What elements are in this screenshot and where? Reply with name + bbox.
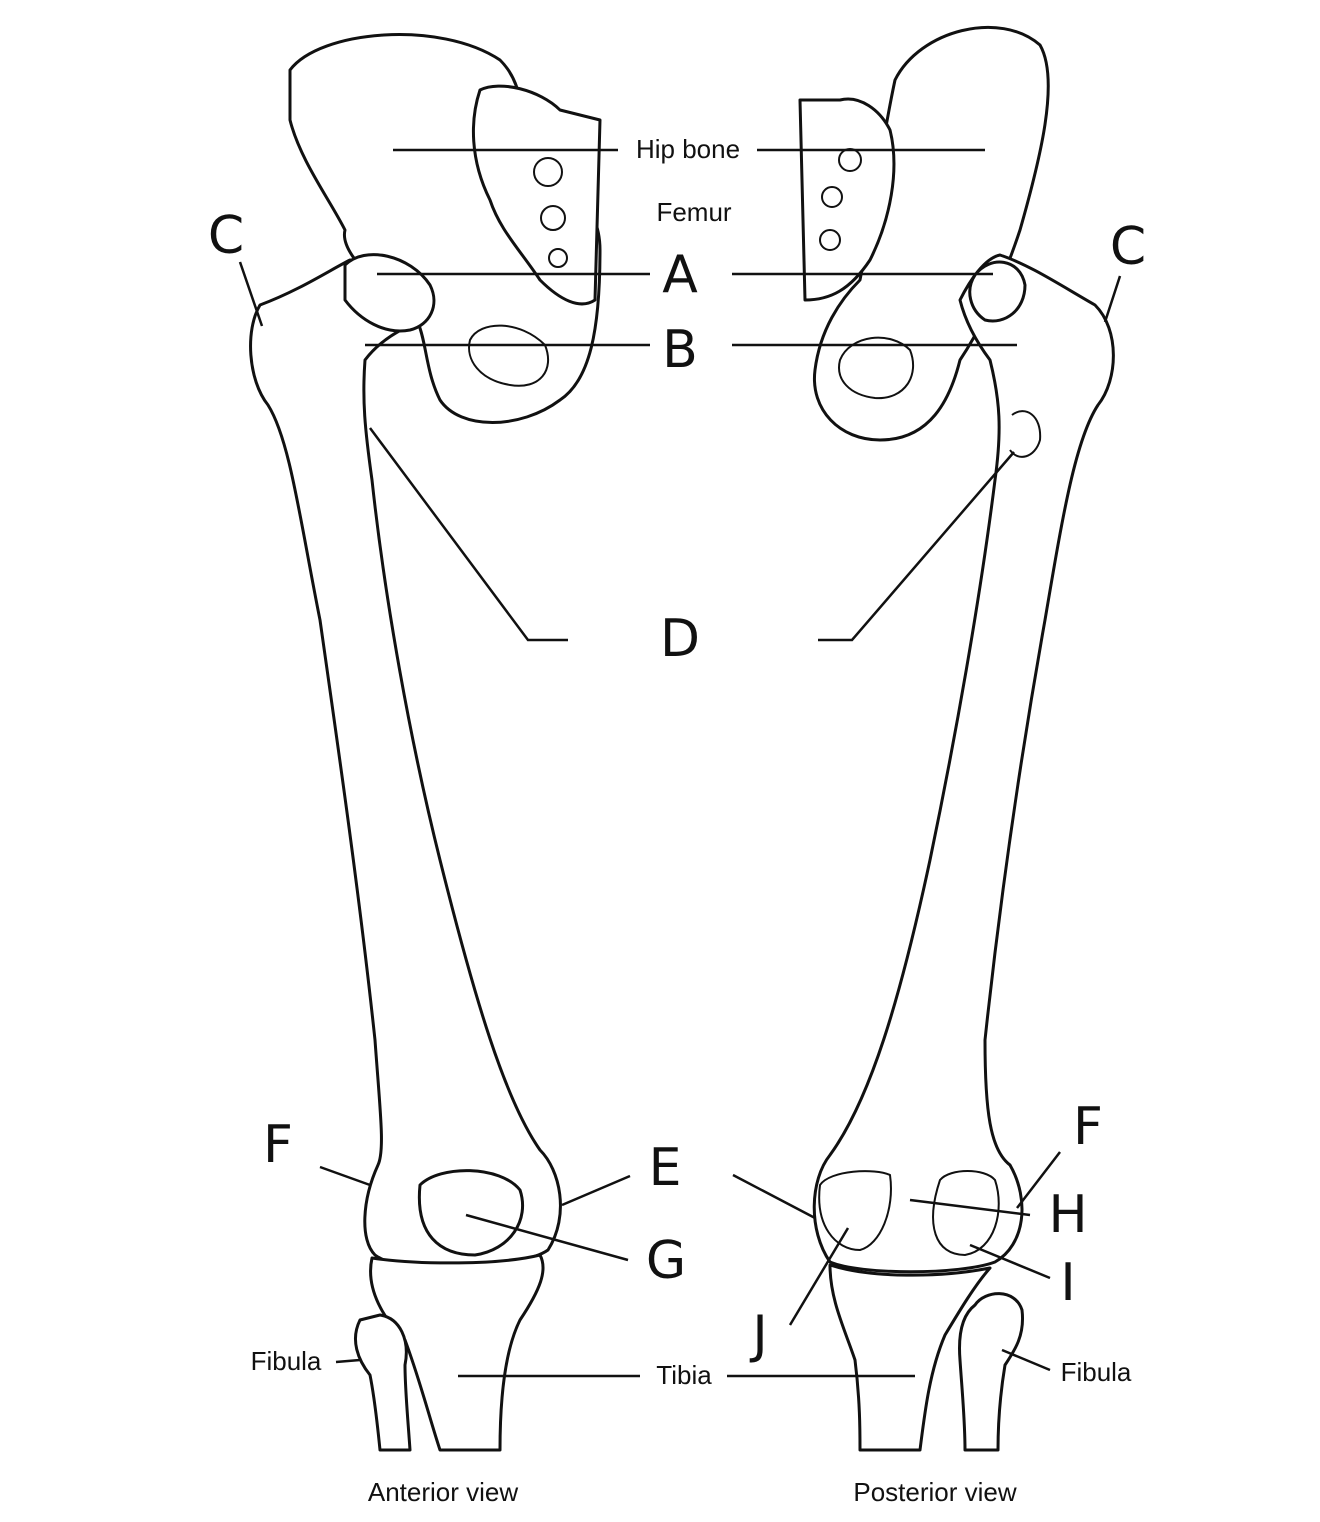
label-posterior-view: Posterior view [853, 1477, 1016, 1507]
marker-d: D [660, 609, 700, 669]
marker-c-left: C [208, 206, 244, 266]
leader-e-left [561, 1174, 631, 1207]
leader-lines [238, 148, 1122, 1378]
leader-i [969, 1243, 1051, 1280]
posterior-gluteal-tuberosity [1009, 410, 1042, 458]
leader-d-right [818, 451, 1015, 642]
marker-c-right: C [1110, 217, 1146, 277]
leader-g [465, 1213, 629, 1262]
posterior-femoral-head [968, 260, 1027, 323]
anterior-view-drawing [249, 33, 602, 1452]
label-fibula-posterior: Fibula [1061, 1357, 1132, 1387]
posterior-obturator-foramen [838, 336, 915, 400]
label-femur: Femur [656, 197, 731, 227]
anterior-hip-bone [288, 33, 602, 424]
anterior-sacrum [472, 84, 602, 306]
sacral-foramen [548, 248, 568, 268]
posterior-medial-condyle [818, 1170, 892, 1252]
anterior-patella [417, 1169, 525, 1257]
marker-b: B [662, 320, 698, 380]
leader-e-right [732, 1173, 816, 1220]
label-fibula-anterior: Fibula [251, 1346, 322, 1376]
label-hip-bone: Hip bone [636, 134, 740, 164]
posterior-hip-bone [812, 25, 1050, 442]
marker-a: A [662, 245, 698, 305]
label-anterior-view: Anterior view [368, 1477, 518, 1507]
sacral-foramen [540, 205, 566, 231]
leader-d-left [368, 427, 568, 642]
posterior-tibia [828, 1263, 992, 1452]
anterior-obturator-foramen [468, 324, 550, 387]
posterior-fibula [958, 1292, 1025, 1452]
marker-j: J [749, 1305, 767, 1365]
sacral-foramen [533, 157, 563, 187]
marker-i: I [1060, 1253, 1075, 1313]
posterior-sacral-foramen [819, 229, 841, 251]
label-tibia: Tibia [656, 1360, 712, 1390]
posterior-femur [812, 253, 1115, 1274]
leader-c-left [238, 261, 264, 327]
leader-fibula-left [335, 1358, 361, 1364]
leader-h [909, 1198, 1031, 1217]
posterior-lateral-condyle [932, 1170, 1000, 1257]
anterior-fibula [354, 1313, 412, 1452]
leader-f-left [319, 1165, 371, 1187]
posterior-view-drawing [798, 25, 1115, 1452]
leader-j [788, 1227, 850, 1326]
leader-f-right [1016, 1151, 1061, 1209]
marker-e: E [649, 1138, 682, 1198]
marker-g: G [646, 1231, 686, 1291]
leader-fibula-right [1001, 1348, 1051, 1372]
marker-f-left: F [263, 1115, 293, 1175]
marker-h: H [1048, 1185, 1087, 1245]
leader-c-right [1103, 275, 1122, 323]
marker-f-right: F [1073, 1097, 1103, 1157]
posterior-sacral-foramen [821, 186, 843, 208]
